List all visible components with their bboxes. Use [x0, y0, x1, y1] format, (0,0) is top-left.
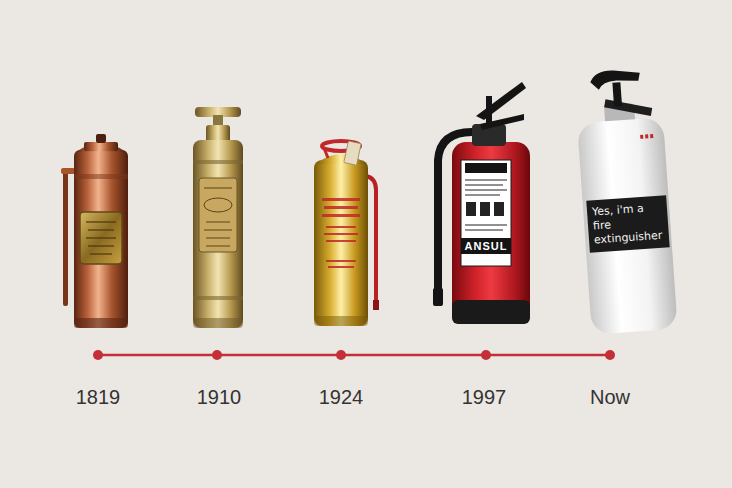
nozzle: [433, 288, 443, 306]
paper-label: [199, 178, 237, 252]
cap-knob: [96, 134, 106, 143]
hose-bracket: [61, 168, 75, 174]
year-label: 1819: [76, 386, 121, 409]
brass-extinguisher: [314, 141, 379, 326]
year-label: 1997: [462, 386, 507, 409]
year-label: 1910: [197, 386, 242, 409]
body: [452, 142, 530, 322]
copper-extinguisher: [61, 134, 128, 328]
pictograms: [466, 202, 504, 216]
timeline-dot: [336, 350, 346, 360]
band: [193, 296, 243, 300]
body: [577, 117, 678, 334]
pump-extinguisher: [193, 107, 243, 328]
nozzle: [373, 300, 379, 310]
lever: [476, 82, 526, 120]
red-extinguisher: [433, 82, 530, 324]
brand-name: ANSUL: [461, 238, 512, 254]
red-lettering: [322, 198, 360, 268]
handle: [604, 96, 653, 119]
collar: [84, 142, 118, 151]
base: [314, 316, 368, 326]
stem: [612, 82, 622, 106]
plate-engraving: [86, 222, 116, 254]
timeline-dot: [212, 350, 222, 360]
band: [193, 160, 243, 164]
base: [193, 318, 243, 328]
label-oval: [204, 198, 232, 212]
timeline: [93, 350, 615, 360]
body: [314, 160, 368, 326]
timeline-dot: [93, 350, 103, 360]
body: [193, 140, 243, 328]
timeline-dot: [481, 350, 491, 360]
label-header: [465, 163, 507, 173]
label-text-lines: [465, 180, 507, 230]
timeline-dot: [605, 350, 615, 360]
chalk-label: Yes, i'm a fire extinguisher: [586, 195, 669, 252]
white-extinguisher: [574, 67, 678, 335]
dome: [76, 143, 126, 152]
body: [74, 150, 128, 328]
base-band: [74, 318, 128, 328]
pin: [486, 96, 492, 126]
instruction-label: [461, 160, 511, 266]
base: [452, 300, 530, 324]
brass-plate: [80, 212, 122, 264]
hose: [63, 172, 68, 306]
year-label: 1924: [319, 386, 364, 409]
band: [74, 174, 128, 179]
year-label: Now: [590, 386, 630, 409]
small-logo: [640, 134, 653, 139]
timeline-line: [98, 354, 610, 357]
tag: [344, 141, 361, 165]
ring-leg: [324, 148, 328, 158]
label-lines: [204, 188, 232, 246]
